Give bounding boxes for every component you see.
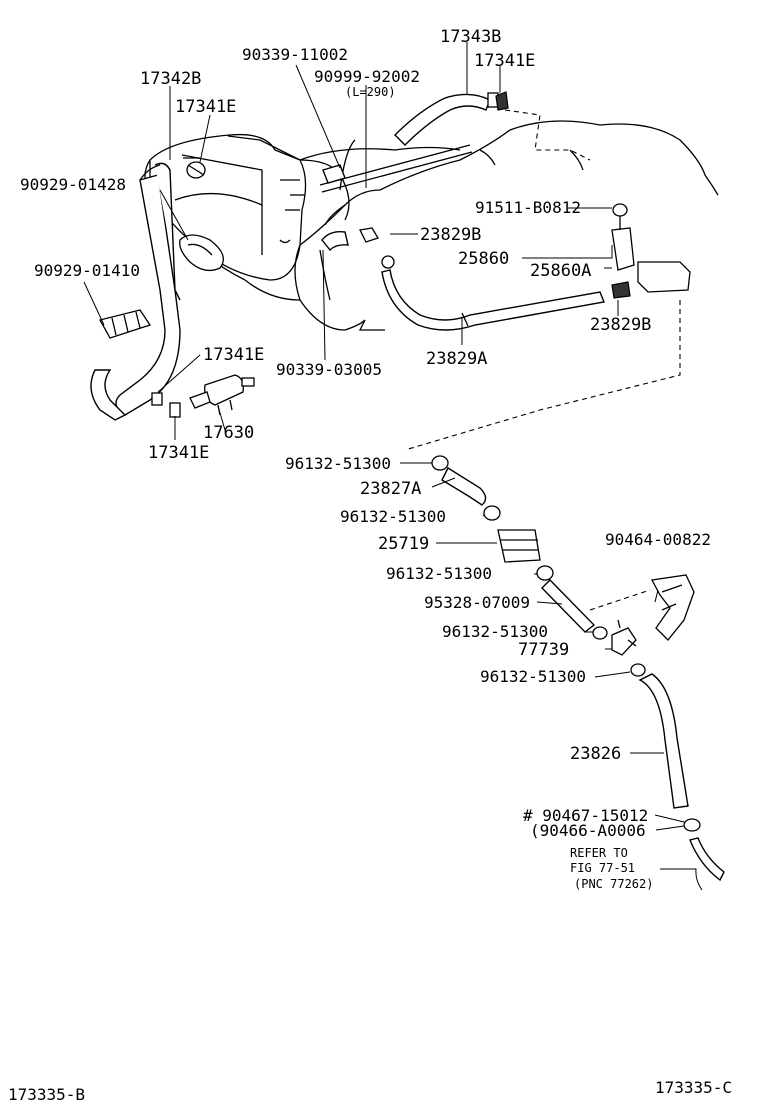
label-96132-5: 96132-51300 [480,667,586,686]
clamp-23829B-top [359,227,395,269]
label-90999-92002: 90999-92002 [314,67,420,86]
tube-90999-92002 [319,144,473,193]
label-91511-B0812: 91511-B0812 [475,198,581,217]
label-96132-1: 96132-51300 [285,454,391,473]
hose-17343B [394,91,509,146]
leader-lines [83,42,703,891]
label-96132-4: 96132-51300 [442,622,548,641]
label-96132-2: 96132-51300 [340,507,446,526]
dashed-line-bracket [589,589,651,611]
label-17341E-top: 17341E [474,51,535,71]
clamp-17341E-top-left [183,157,206,179]
clamp-17341E-mid [151,392,163,406]
label-90339-03005: 90339-03005 [276,360,382,379]
label-23829B-top: 23829B [420,225,481,245]
filter-25719 [483,505,541,563]
clamp-17341E-bot [169,402,181,418]
figure-code-left: 173335-B [8,1085,85,1104]
hose-90339-11002 [322,164,346,184]
label-17341E-bot: 17341E [148,443,209,463]
label-refer-1: REFER TO [570,846,628,860]
label-17341E-mid: 17341E [203,345,264,365]
hose-23829A [381,269,605,331]
label-25860: 25860 [458,249,509,269]
label-96132-3: 96132-51300 [386,564,492,583]
label-23829B-right: 23829B [590,315,651,335]
hose-95328-07009 [536,565,608,640]
label-17341E-left: 17341E [175,97,236,117]
engine-outline [194,120,719,331]
label-l290: (L=290) [345,85,396,99]
dashed-line-vsv [404,300,681,451]
label-90339-11002: 90339-11002 [242,45,348,64]
label-90467-15012: # 90467-15012 [523,806,648,825]
label-refer-2: FIG 77-51 [570,861,635,875]
clamp-90929-01428 [179,234,224,272]
label-17342B: 17342B [140,69,201,89]
hose-17342B [90,162,181,421]
label-25719: 25719 [378,534,429,554]
label-refer-3: (PNC 77262) [574,877,653,891]
valve-77739 [611,619,637,656]
label-90929-01428: 90929-01428 [20,175,126,194]
hose-23826 [630,663,725,882]
figure-code-right: 173335-C [655,1078,732,1097]
label-17343B: 17343B [440,27,501,47]
label-23829A: 23829A [426,349,487,369]
label-95328-07009: 95328-07009 [424,593,530,612]
vsv-17630 [189,374,255,416]
hose-23827A [431,455,487,506]
label-17630: 17630 [203,423,254,443]
label-25860A: 25860A [530,261,591,281]
hose-90339-03005 [321,230,349,252]
label-90464-00822: 90464-00822 [605,530,711,549]
label-90929-01410: 90929-01410 [34,261,140,280]
vsv-25860 [611,203,691,299]
label-23826: 23826 [570,744,621,764]
clamp-90929-01410 [99,309,152,339]
label-77739: 77739 [518,640,569,660]
label-23827A: 23827A [360,479,421,499]
bracket-90464-00822 [650,574,695,641]
label-90466-A0006: (90466-A0006 [530,821,646,840]
dashed-line-top [504,109,591,161]
